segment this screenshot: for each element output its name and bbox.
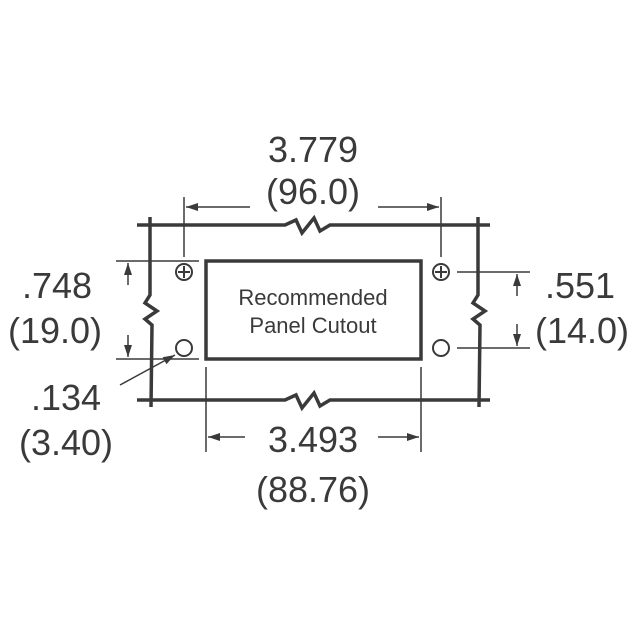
mounting-hole-top-left [175, 263, 193, 281]
right-height-mm: (14.0) [535, 310, 629, 351]
panel-right-edge [470, 217, 489, 408]
overall-width-mm: (96.0) [266, 171, 360, 212]
dimension-right-height [457, 271, 530, 349]
cutout-width-in: 3.493 [268, 419, 358, 460]
left-height-in: .748 [22, 265, 92, 306]
right-height-in: .551 [545, 265, 615, 306]
left-height-mm: (19.0) [8, 310, 102, 351]
hole-diameter-mm: (3.40) [19, 422, 113, 463]
hole-leader-arrow [119, 354, 176, 386]
cutout-width-mm: (88.76) [256, 469, 370, 510]
panel-bottom-edge [137, 389, 490, 412]
mounting-hole-top-right [432, 263, 450, 281]
dimension-overall-width [183, 197, 442, 257]
hole-diameter-in: .134 [31, 377, 101, 418]
dimension-left-height [116, 260, 199, 360]
dimension-cutout-width [205, 367, 422, 452]
mounting-hole-bottom-left [175, 339, 193, 357]
cutout-label-line1: Recommended [238, 285, 387, 310]
panel-left-edge [142, 217, 161, 408]
mounting-hole-bottom-right [432, 339, 450, 357]
overall-width-in: 3.779 [268, 129, 358, 170]
panel-top-edge [137, 214, 490, 237]
cutout-rectangle [204, 259, 423, 361]
cutout-label-line2: Panel Cutout [249, 313, 376, 338]
